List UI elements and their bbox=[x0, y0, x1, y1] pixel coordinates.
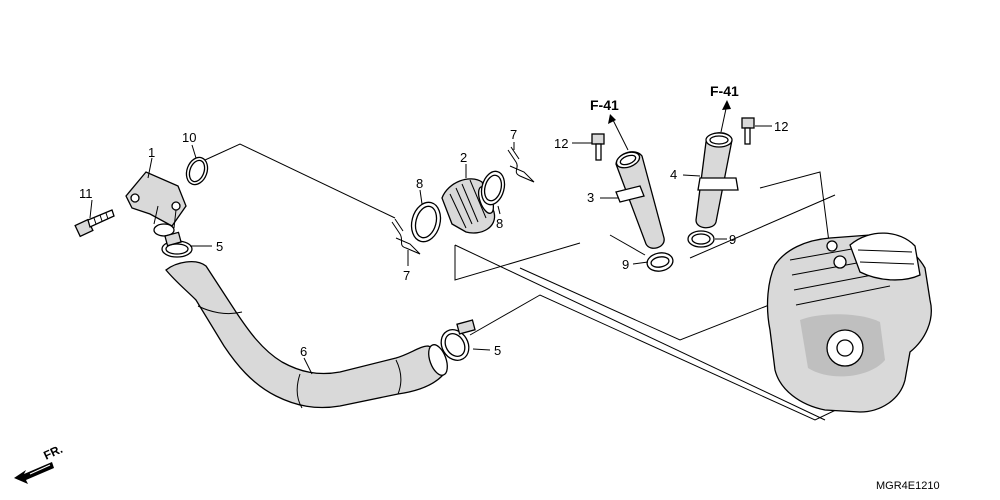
flange-joint-1 bbox=[125, 171, 187, 237]
callout-2: 2 bbox=[460, 150, 467, 165]
callout-11: 11 bbox=[79, 186, 93, 201]
o-ring-9-left bbox=[646, 252, 674, 272]
f41-arrow-left bbox=[608, 114, 629, 151]
callout-6: 6 bbox=[300, 344, 307, 359]
callout-5-lower: 5 bbox=[494, 343, 501, 358]
callout-4: 4 bbox=[670, 167, 677, 182]
callout-12-right: 12 bbox=[774, 119, 788, 134]
clip-7-left bbox=[391, 218, 421, 255]
callout-7-left: 7 bbox=[403, 268, 410, 283]
water-pipe-4 bbox=[695, 132, 739, 229]
o-ring-10 bbox=[185, 156, 209, 186]
bolt-12-right bbox=[741, 117, 755, 145]
coolant-hose-6 bbox=[165, 260, 448, 409]
callout-5-upper: 5 bbox=[216, 239, 223, 254]
bolt-12-left bbox=[591, 133, 605, 161]
o-ring-8-left bbox=[410, 201, 442, 243]
callout-leaders bbox=[89, 125, 772, 375]
callout-3: 3 bbox=[587, 190, 594, 205]
engine-illustration bbox=[766, 232, 932, 413]
bolt-11 bbox=[74, 209, 115, 238]
front-direction-arrow-icon bbox=[14, 462, 54, 484]
clip-7-right bbox=[507, 146, 535, 183]
callout-12-left: 12 bbox=[554, 136, 568, 151]
callout-9-right: 9 bbox=[729, 232, 736, 247]
o-ring-9-right bbox=[687, 230, 715, 248]
callout-9-left: 9 bbox=[622, 257, 629, 272]
callout-1: 1 bbox=[148, 145, 155, 160]
callout-8-right: 8 bbox=[496, 216, 503, 231]
diagram-code: MGR4E1210 bbox=[876, 480, 940, 492]
callout-8-left: 8 bbox=[416, 176, 423, 191]
reference-f41-right: F-41 bbox=[710, 83, 739, 99]
callout-10: 10 bbox=[182, 130, 196, 145]
reference-f41-left: F-41 bbox=[590, 97, 619, 113]
water-pipe-3 bbox=[615, 151, 665, 249]
callout-7-right: 7 bbox=[510, 127, 517, 142]
hose-clamp-5-upper bbox=[161, 231, 193, 258]
f41-arrow-right bbox=[720, 100, 731, 133]
front-direction-label: FR. bbox=[41, 442, 64, 463]
assembly-lines bbox=[204, 143, 841, 421]
o-ring-8-right bbox=[480, 170, 506, 206]
hose-clamp-5-lower bbox=[440, 319, 476, 361]
